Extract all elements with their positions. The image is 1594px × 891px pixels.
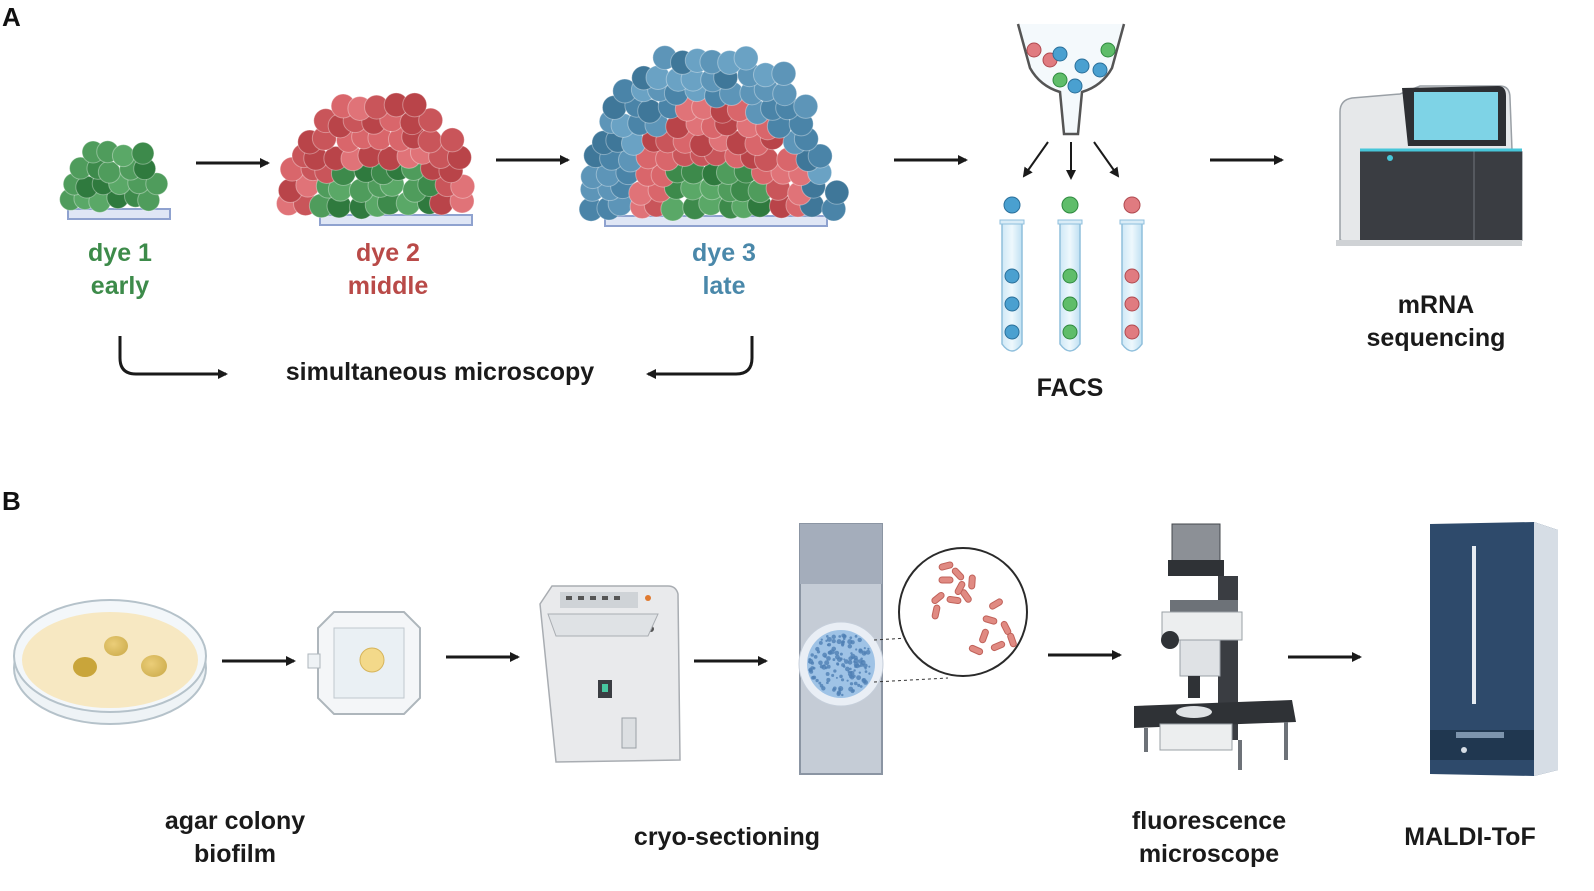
maldi-instrument-icon (1430, 522, 1558, 776)
sequencing-label-line1: mRNA (1397, 291, 1475, 319)
cryostat-icon (539, 585, 681, 763)
panel-letter-a: A (2, 2, 21, 32)
petri-dish-icon (13, 599, 207, 725)
step-label-line2: microscope (1138, 840, 1280, 868)
colony-middle-icon (275, 92, 476, 226)
funnel-icon (1016, 23, 1126, 180)
sequencing-label-line2: sequencing (1366, 324, 1506, 352)
step-label-cryo: cryo-sectioning (633, 823, 821, 851)
step-label-maldi: MALDI-ToF (1404, 823, 1536, 851)
panel-letter-b: B (2, 486, 21, 516)
step-label-line2: biofilm (194, 840, 276, 868)
slide-icon (798, 523, 884, 775)
phase-label: early (90, 272, 150, 300)
magnifier-icon (873, 547, 1028, 683)
colony-early-icon (59, 140, 171, 220)
step-label-microscope: fluorescence microscope (1094, 805, 1324, 871)
microscopy-label: simultaneous microscopy (285, 358, 595, 386)
microscope-icon (1134, 523, 1296, 770)
step-label-line1: fluorescence (1131, 807, 1287, 835)
dye-label: dye 3 (692, 239, 756, 267)
stage-label-late: dye 3 late (654, 237, 794, 303)
sample-holder-icon (307, 611, 421, 715)
arrow (222, 650, 1362, 666)
step-label-line1: agar colony (164, 807, 306, 835)
dye-label: dye 1 (88, 239, 152, 267)
facs-label: FACS (1036, 374, 1104, 402)
step-label-agar: agar colony biofilm (120, 805, 350, 871)
colony-late-icon (578, 45, 850, 227)
sequencer-icon (1336, 85, 1523, 246)
sequencing-label: mRNA sequencing (1346, 289, 1526, 355)
arrow (118, 155, 1284, 379)
phase-label: late (702, 272, 746, 300)
stage-label-early: dye 1 early (60, 237, 180, 303)
stage-label-middle: dye 2 middle (318, 237, 458, 303)
phase-label: middle (347, 272, 429, 300)
test-tube-icon (999, 196, 1145, 352)
dye-label: dye 2 (356, 239, 420, 267)
